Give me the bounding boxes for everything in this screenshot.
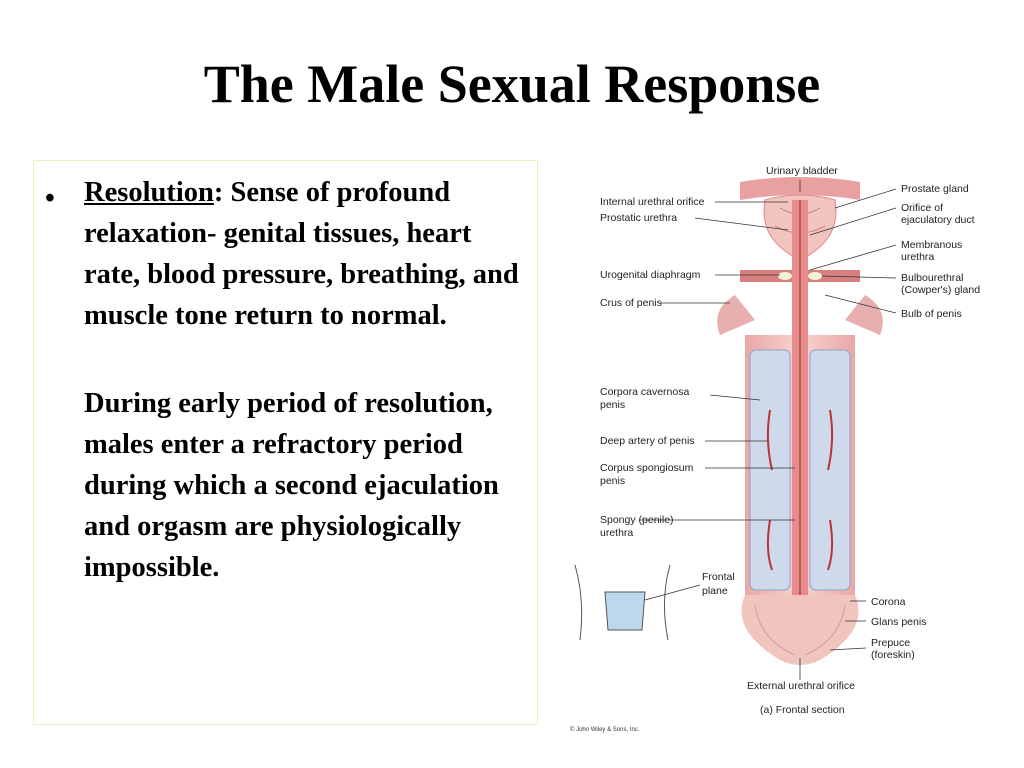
continuation-paragraph: During early period of resolution, males… bbox=[84, 388, 499, 583]
label-prostatic-urethra: Prostatic urethra bbox=[600, 212, 677, 224]
label-inset-frontal: Frontal bbox=[702, 571, 735, 583]
label-internal-orifice: Internal urethral orifice bbox=[600, 196, 705, 208]
label-orifice-1: Orifice of bbox=[901, 202, 943, 214]
label-membranous-2: urethra bbox=[901, 251, 934, 263]
label-crus: Crus of penis bbox=[600, 297, 662, 309]
shaft-shape bbox=[745, 200, 855, 655]
label-spongiosum-2: penis bbox=[600, 475, 625, 487]
inset-body-sketch bbox=[574, 564, 701, 641]
leader-lines bbox=[640, 180, 897, 680]
label-urinary-bladder: Urinary bladder bbox=[766, 165, 838, 177]
label-spongy-2: urethra bbox=[600, 527, 633, 539]
label-spongiosum-1: Corpus spongiosum bbox=[600, 462, 694, 474]
label-bulb: Bulb of penis bbox=[901, 308, 962, 320]
label-prostate: Prostate gland bbox=[901, 183, 969, 195]
label-cavernosa-2: penis bbox=[600, 399, 625, 411]
bullet-marker: • bbox=[45, 183, 55, 214]
term-resolution: Resolution bbox=[84, 177, 214, 208]
slide-title: The Male Sexual Response bbox=[203, 54, 821, 114]
crura-shape bbox=[717, 295, 883, 335]
bullet-text: Sense of profound relaxation- genital ti… bbox=[84, 177, 519, 331]
label-bulbo-1: Bulbourethral bbox=[901, 272, 963, 284]
bullet-paragraph: Resolution: Sense of profound relaxation… bbox=[84, 172, 529, 336]
label-inset-plane: plane bbox=[702, 585, 728, 597]
anatomy-figure: Urinary bladder Internal urethral orific… bbox=[570, 165, 980, 733]
label-prepuce-2: (foreskin) bbox=[871, 649, 915, 661]
copyright-notice: © John Wiley & Sons, Inc. bbox=[570, 726, 640, 733]
label-deep-artery: Deep artery of penis bbox=[600, 435, 695, 447]
label-urogenital: Urogenital diaphragm bbox=[600, 269, 701, 281]
term-colon: : bbox=[213, 177, 224, 208]
glans-shape bbox=[741, 595, 859, 665]
label-membranous-1: Membranous bbox=[901, 239, 962, 251]
text-box bbox=[33, 160, 538, 725]
label-external-orifice: External urethral orifice bbox=[747, 680, 855, 692]
label-bulbo-2: (Cowper's) gland bbox=[901, 284, 980, 296]
label-prepuce-1: Prepuce bbox=[871, 637, 910, 649]
label-corona: Corona bbox=[871, 596, 906, 608]
label-glans: Glans penis bbox=[871, 616, 926, 628]
label-orifice-2: ejaculatory duct bbox=[901, 214, 975, 226]
label-spongy-1: Spongy (penile) bbox=[600, 514, 674, 526]
label-cavernosa-1: Corpora cavernosa bbox=[600, 386, 689, 398]
figure-caption: (a) Frontal section bbox=[760, 704, 845, 716]
